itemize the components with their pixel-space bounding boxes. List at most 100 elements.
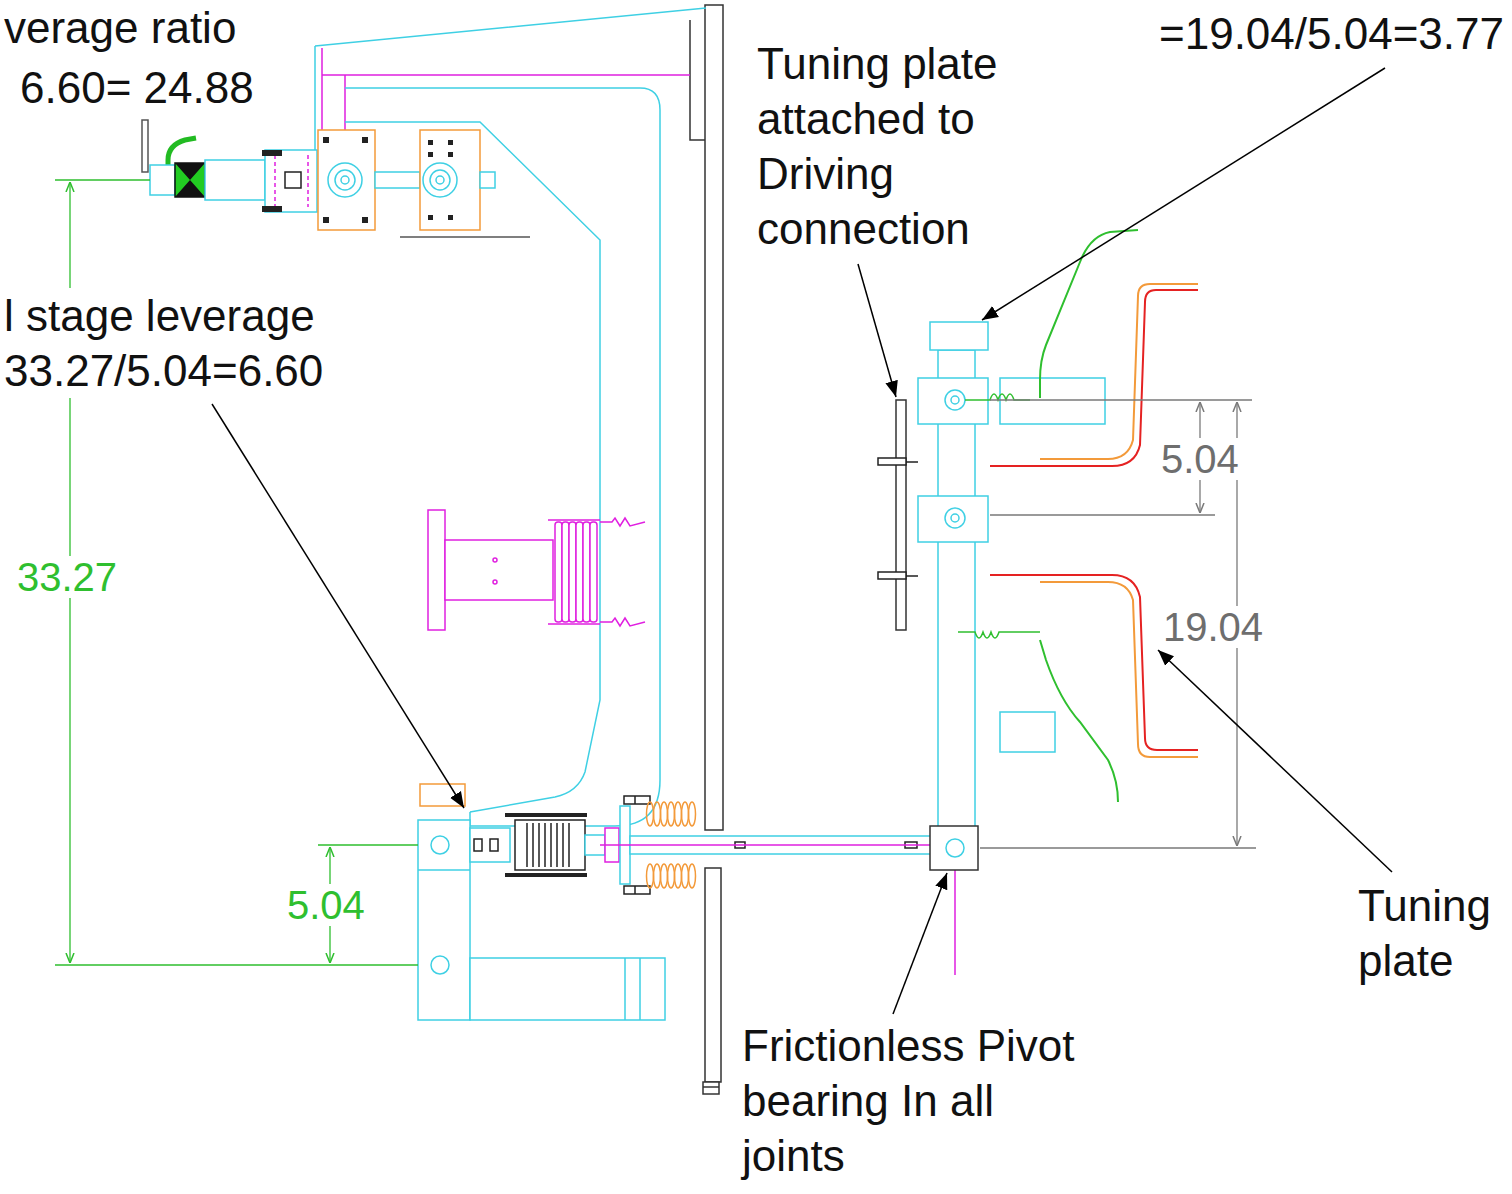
leader-lines bbox=[1158, 650, 1392, 872]
lower-pivot bbox=[418, 869, 470, 871]
actuator bbox=[362, 137, 368, 143]
actuator bbox=[205, 160, 265, 200]
lower-pivot bbox=[624, 886, 650, 894]
callout-text: l stage leverage bbox=[4, 288, 315, 343]
bellows bbox=[445, 540, 553, 600]
tuner-assembly bbox=[1040, 284, 1198, 459]
tuner-assembly bbox=[990, 575, 1198, 750]
top-frame bbox=[315, 8, 706, 150]
lever-frame bbox=[345, 88, 660, 826]
actuator bbox=[265, 150, 317, 212]
lower-pivot bbox=[515, 820, 585, 870]
tuner-assembly bbox=[930, 826, 978, 870]
lower-pivot bbox=[474, 839, 482, 851]
bellows bbox=[548, 518, 645, 626]
lower-pivot bbox=[675, 864, 682, 888]
lower-pivot bbox=[647, 802, 654, 826]
lower-pivot bbox=[668, 864, 675, 888]
lower-pivot bbox=[505, 873, 587, 877]
lower-pivot bbox=[490, 839, 498, 851]
actuator bbox=[335, 170, 355, 190]
bellows bbox=[576, 522, 583, 622]
bellows bbox=[569, 522, 576, 622]
tuner-assembly bbox=[946, 839, 964, 857]
actuator bbox=[323, 217, 329, 223]
bellows bbox=[555, 522, 562, 622]
actuator bbox=[318, 130, 375, 230]
lower-pivot bbox=[431, 956, 449, 974]
tuner-assembly bbox=[930, 322, 988, 350]
bellows bbox=[493, 580, 497, 584]
dimension-text: 5.04 bbox=[1158, 438, 1242, 480]
actuator bbox=[480, 172, 495, 188]
lower-pivot bbox=[527, 823, 569, 867]
bellows bbox=[590, 522, 597, 622]
lever-frame bbox=[400, 236, 530, 238]
lower-pivot bbox=[654, 802, 661, 826]
lower-pivot bbox=[661, 802, 668, 826]
lower-pivot bbox=[470, 958, 665, 1020]
actuator bbox=[341, 176, 349, 184]
tuner-assembly bbox=[878, 230, 1198, 870]
lower-pivot bbox=[661, 864, 668, 888]
actuator bbox=[328, 163, 362, 197]
tuner-assembly bbox=[945, 390, 965, 410]
wall-plate bbox=[690, 20, 705, 140]
tuner-assembly bbox=[951, 514, 959, 522]
note-text: verage ratio bbox=[4, 0, 236, 55]
lower-pivot bbox=[675, 802, 682, 826]
lower-pivot bbox=[624, 796, 650, 804]
tuner-assembly bbox=[906, 462, 918, 576]
lower-pivot bbox=[418, 820, 470, 1020]
callout-text: Tuning plate bbox=[1358, 878, 1504, 988]
tuner-assembly bbox=[945, 508, 965, 528]
bellows bbox=[428, 510, 445, 630]
lower-pivot bbox=[418, 784, 955, 1020]
tuner-assembly bbox=[918, 378, 988, 424]
tuner-assembly bbox=[951, 396, 959, 404]
lower-pivot bbox=[431, 836, 449, 854]
dimension-text: 19.04 bbox=[1160, 606, 1266, 648]
ratio-text: =19.04/5.04=3.77 bbox=[1159, 6, 1504, 61]
bellows bbox=[493, 558, 497, 562]
callout-text: Frictionless Pivot bearing In all joints bbox=[742, 1018, 1092, 1183]
lever-frame bbox=[345, 88, 660, 826]
wall-plate bbox=[690, 5, 723, 1094]
wall-plate bbox=[705, 5, 723, 830]
leader-lines bbox=[982, 68, 1385, 320]
actuator bbox=[262, 206, 282, 212]
ratio-text: 6.60= 24.88 bbox=[20, 60, 254, 115]
actuator bbox=[448, 215, 453, 220]
actuator bbox=[448, 152, 453, 157]
actuator bbox=[430, 170, 450, 190]
lower-pivot bbox=[505, 813, 587, 817]
actuator bbox=[175, 163, 205, 197]
leader-lines bbox=[858, 264, 896, 397]
lower-pivot bbox=[654, 864, 661, 888]
lower-pivot bbox=[689, 802, 696, 826]
wall-plate bbox=[703, 1082, 719, 1094]
actuator bbox=[275, 155, 308, 207]
actuator bbox=[428, 140, 433, 145]
leader-lines bbox=[212, 404, 464, 808]
tuner-assembly bbox=[1000, 712, 1055, 752]
callout-text: Tuning plate attached to Driving connect… bbox=[757, 36, 1037, 256]
actuator bbox=[142, 120, 148, 172]
wall-plate bbox=[703, 1086, 719, 1088]
wall-plate bbox=[705, 868, 721, 1082]
lever-frame bbox=[345, 122, 600, 812]
actuator bbox=[262, 150, 282, 156]
tuner-assembly bbox=[1040, 640, 1118, 802]
actuator bbox=[375, 172, 420, 188]
leader-lines bbox=[893, 873, 947, 1014]
actuator bbox=[436, 176, 444, 184]
dimension-text: 5.04 bbox=[284, 884, 368, 926]
lower-pivot bbox=[625, 958, 640, 1020]
lower-pivot bbox=[470, 828, 510, 862]
lower-pivot bbox=[689, 864, 696, 888]
actuator bbox=[323, 137, 329, 143]
actuator bbox=[175, 163, 205, 197]
bellows bbox=[583, 522, 590, 622]
actuator bbox=[428, 215, 433, 220]
